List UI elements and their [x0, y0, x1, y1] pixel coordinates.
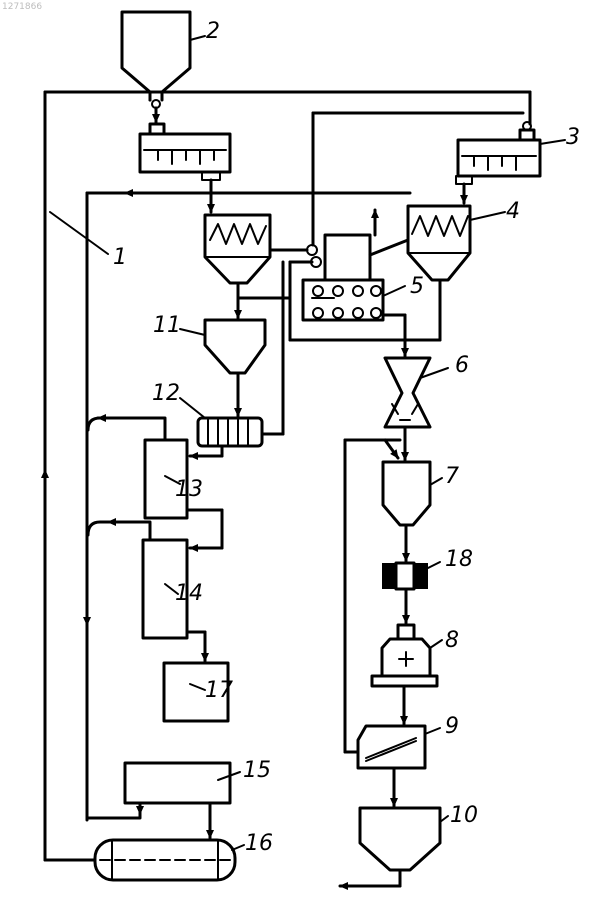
label-17: 17	[205, 678, 233, 703]
feeder-18	[382, 563, 428, 589]
screen-9	[358, 726, 425, 768]
condenser-16	[95, 840, 235, 880]
label-5: 5	[410, 274, 424, 299]
feeder-3	[456, 122, 540, 184]
label-14: 14	[175, 581, 203, 606]
label-15: 15	[243, 758, 271, 783]
label-7: 7	[445, 464, 459, 489]
label-2: 2	[206, 19, 220, 44]
label-3: 3	[566, 125, 580, 150]
label-1: 1	[113, 245, 127, 270]
piping	[45, 92, 530, 886]
tank-15	[125, 763, 230, 803]
label-8: 8	[445, 628, 459, 653]
heater-left	[205, 215, 270, 283]
label-4: 4	[506, 199, 520, 224]
label-16: 16	[245, 831, 273, 856]
filter-12	[198, 418, 262, 446]
mixer-6	[385, 358, 430, 427]
apparatus-5	[303, 235, 383, 320]
label-12: 12	[152, 381, 180, 406]
press-8	[372, 625, 437, 686]
feeder-top-left	[140, 108, 230, 180]
label-9: 9	[445, 714, 459, 739]
heater-4	[408, 206, 470, 280]
watermark-text: 1271866	[2, 2, 42, 12]
label-13: 13	[175, 477, 203, 502]
label-11: 11	[153, 313, 181, 338]
label-18: 18	[445, 547, 473, 572]
label-6: 6	[455, 353, 469, 378]
hopper-10	[360, 808, 440, 870]
tank-11	[205, 320, 265, 373]
bunker-2	[122, 12, 190, 108]
label-10: 10	[450, 803, 478, 828]
hopper-7	[383, 462, 430, 525]
